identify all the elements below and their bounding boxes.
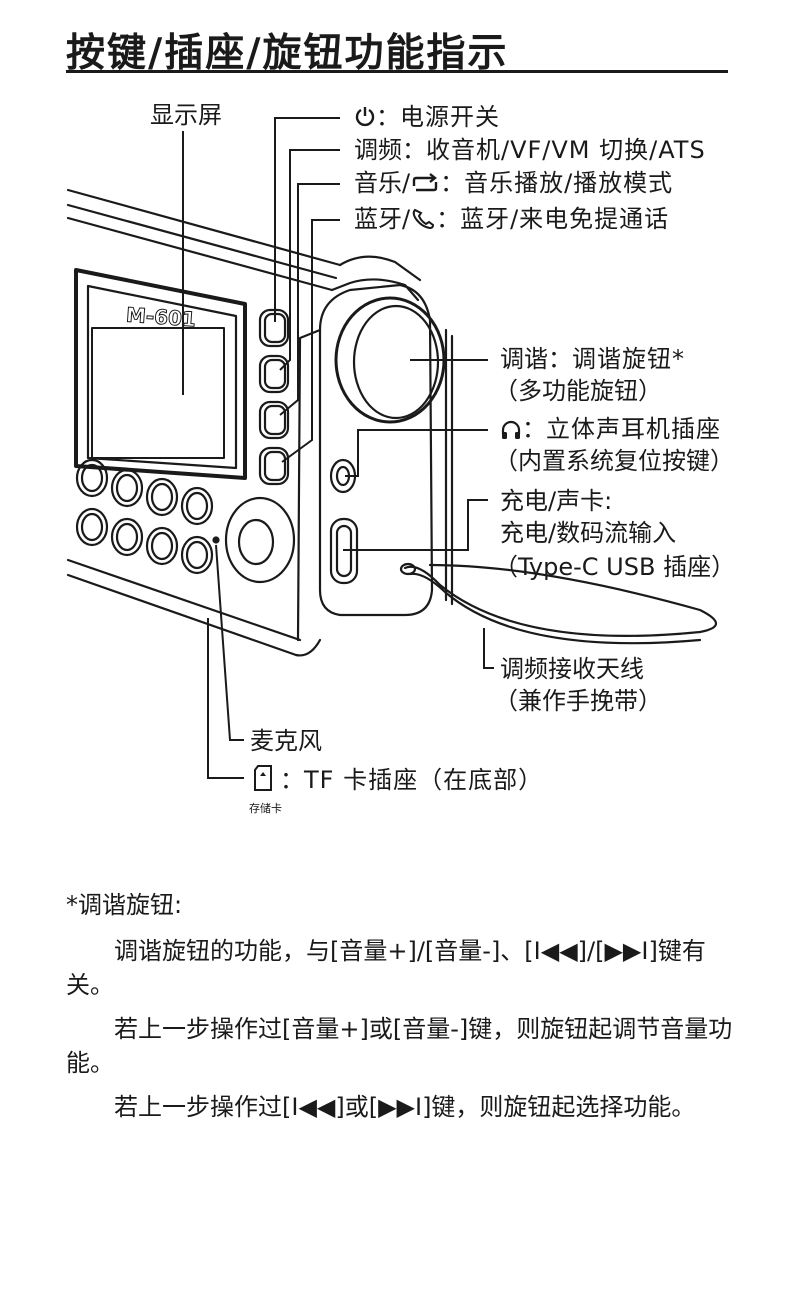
knob-label: 调谐：调谐旋钮* [500,344,685,374]
screen-logo: M-601 [125,302,197,332]
tf-desc: TF 卡插座（在底部） [304,766,544,794]
charge-line3: （Type-C USB 插座） [494,553,736,581]
note-heading: *调谐旋钮: [66,891,183,919]
charge-line2: 充电/数码流输入 [500,519,677,547]
headphone-label: ：立体声耳机插座 [500,414,721,448]
antenna-sub: （兼作手挽带） [494,687,662,715]
repeat-icon [410,172,440,202]
knob-note: *调谐旋钮: 调谐旋钮的功能，与[音量+]/[音量-]、[I◀◀]/[▶▶I]键… [66,888,738,1124]
tf-sub: 存储卡 [249,802,282,815]
music-term: 音乐/ [354,169,411,197]
power-desc: 电源开关 [400,103,500,131]
power-label: ：电源开关 [354,102,500,136]
headphone-term: ： [522,415,546,443]
headphone-desc: 立体声耳机插座 [546,415,721,443]
tf-label: ：TF 卡插座（在底部） [252,764,543,799]
music-label: 音乐/ ：音乐播放/播放模式 [354,168,673,202]
knob-desc: 调谐旋钮* [572,345,685,373]
sd-card-icon [252,764,274,799]
headphone-icon [500,418,522,448]
tuning-term: 调频： [354,136,426,164]
tuning-label: 调频：收音机/VF/VM 切换/ATS [354,135,706,165]
note-p2: 若上一步操作过[音量+]或[音量-]键，则旋钮起调节音量功能。 [66,1015,733,1077]
power-icon [354,105,376,136]
radio-diagram [66,117,718,779]
display-label: 显示屏 [150,101,222,129]
antenna-label: 调频接收天线 [500,655,644,683]
headphone-sub: （内置系统复位按键） [494,447,734,475]
charge-label: 充电/声卡: [500,487,613,515]
bluetooth-desc: 蓝牙/来电免提通话 [460,205,670,233]
mic-label: 麦克风 [250,727,322,755]
power-term: ： [376,103,400,131]
bluetooth-term: 蓝牙/ [354,205,411,233]
title-rule [66,70,728,73]
tuning-desc: 收音机/VF/VM 切换/ATS [426,136,706,164]
phone-handset-icon [410,207,436,238]
tf-term: ： [280,766,304,794]
note-p3: 若上一步操作过[I◀◀]或[▶▶I]键，则旋钮起选择功能。 [114,1093,696,1121]
note-p1: 调谐旋钮的功能，与[音量+]/[音量-]、[I◀◀]/[▶▶I]键有关。 [66,937,706,999]
music-term2: ： [440,169,465,197]
bluetooth-label: 蓝牙/ ：蓝牙/来电免提通话 [354,204,669,238]
music-desc: 音乐播放/播放模式 [464,169,674,197]
knob-term: 调谐： [500,345,572,373]
page-title: 按键/插座/旋钮功能指示 [66,31,509,76]
knob-sub: （多功能旋钮） [494,377,662,405]
bluetooth-term2: ： [436,205,461,233]
